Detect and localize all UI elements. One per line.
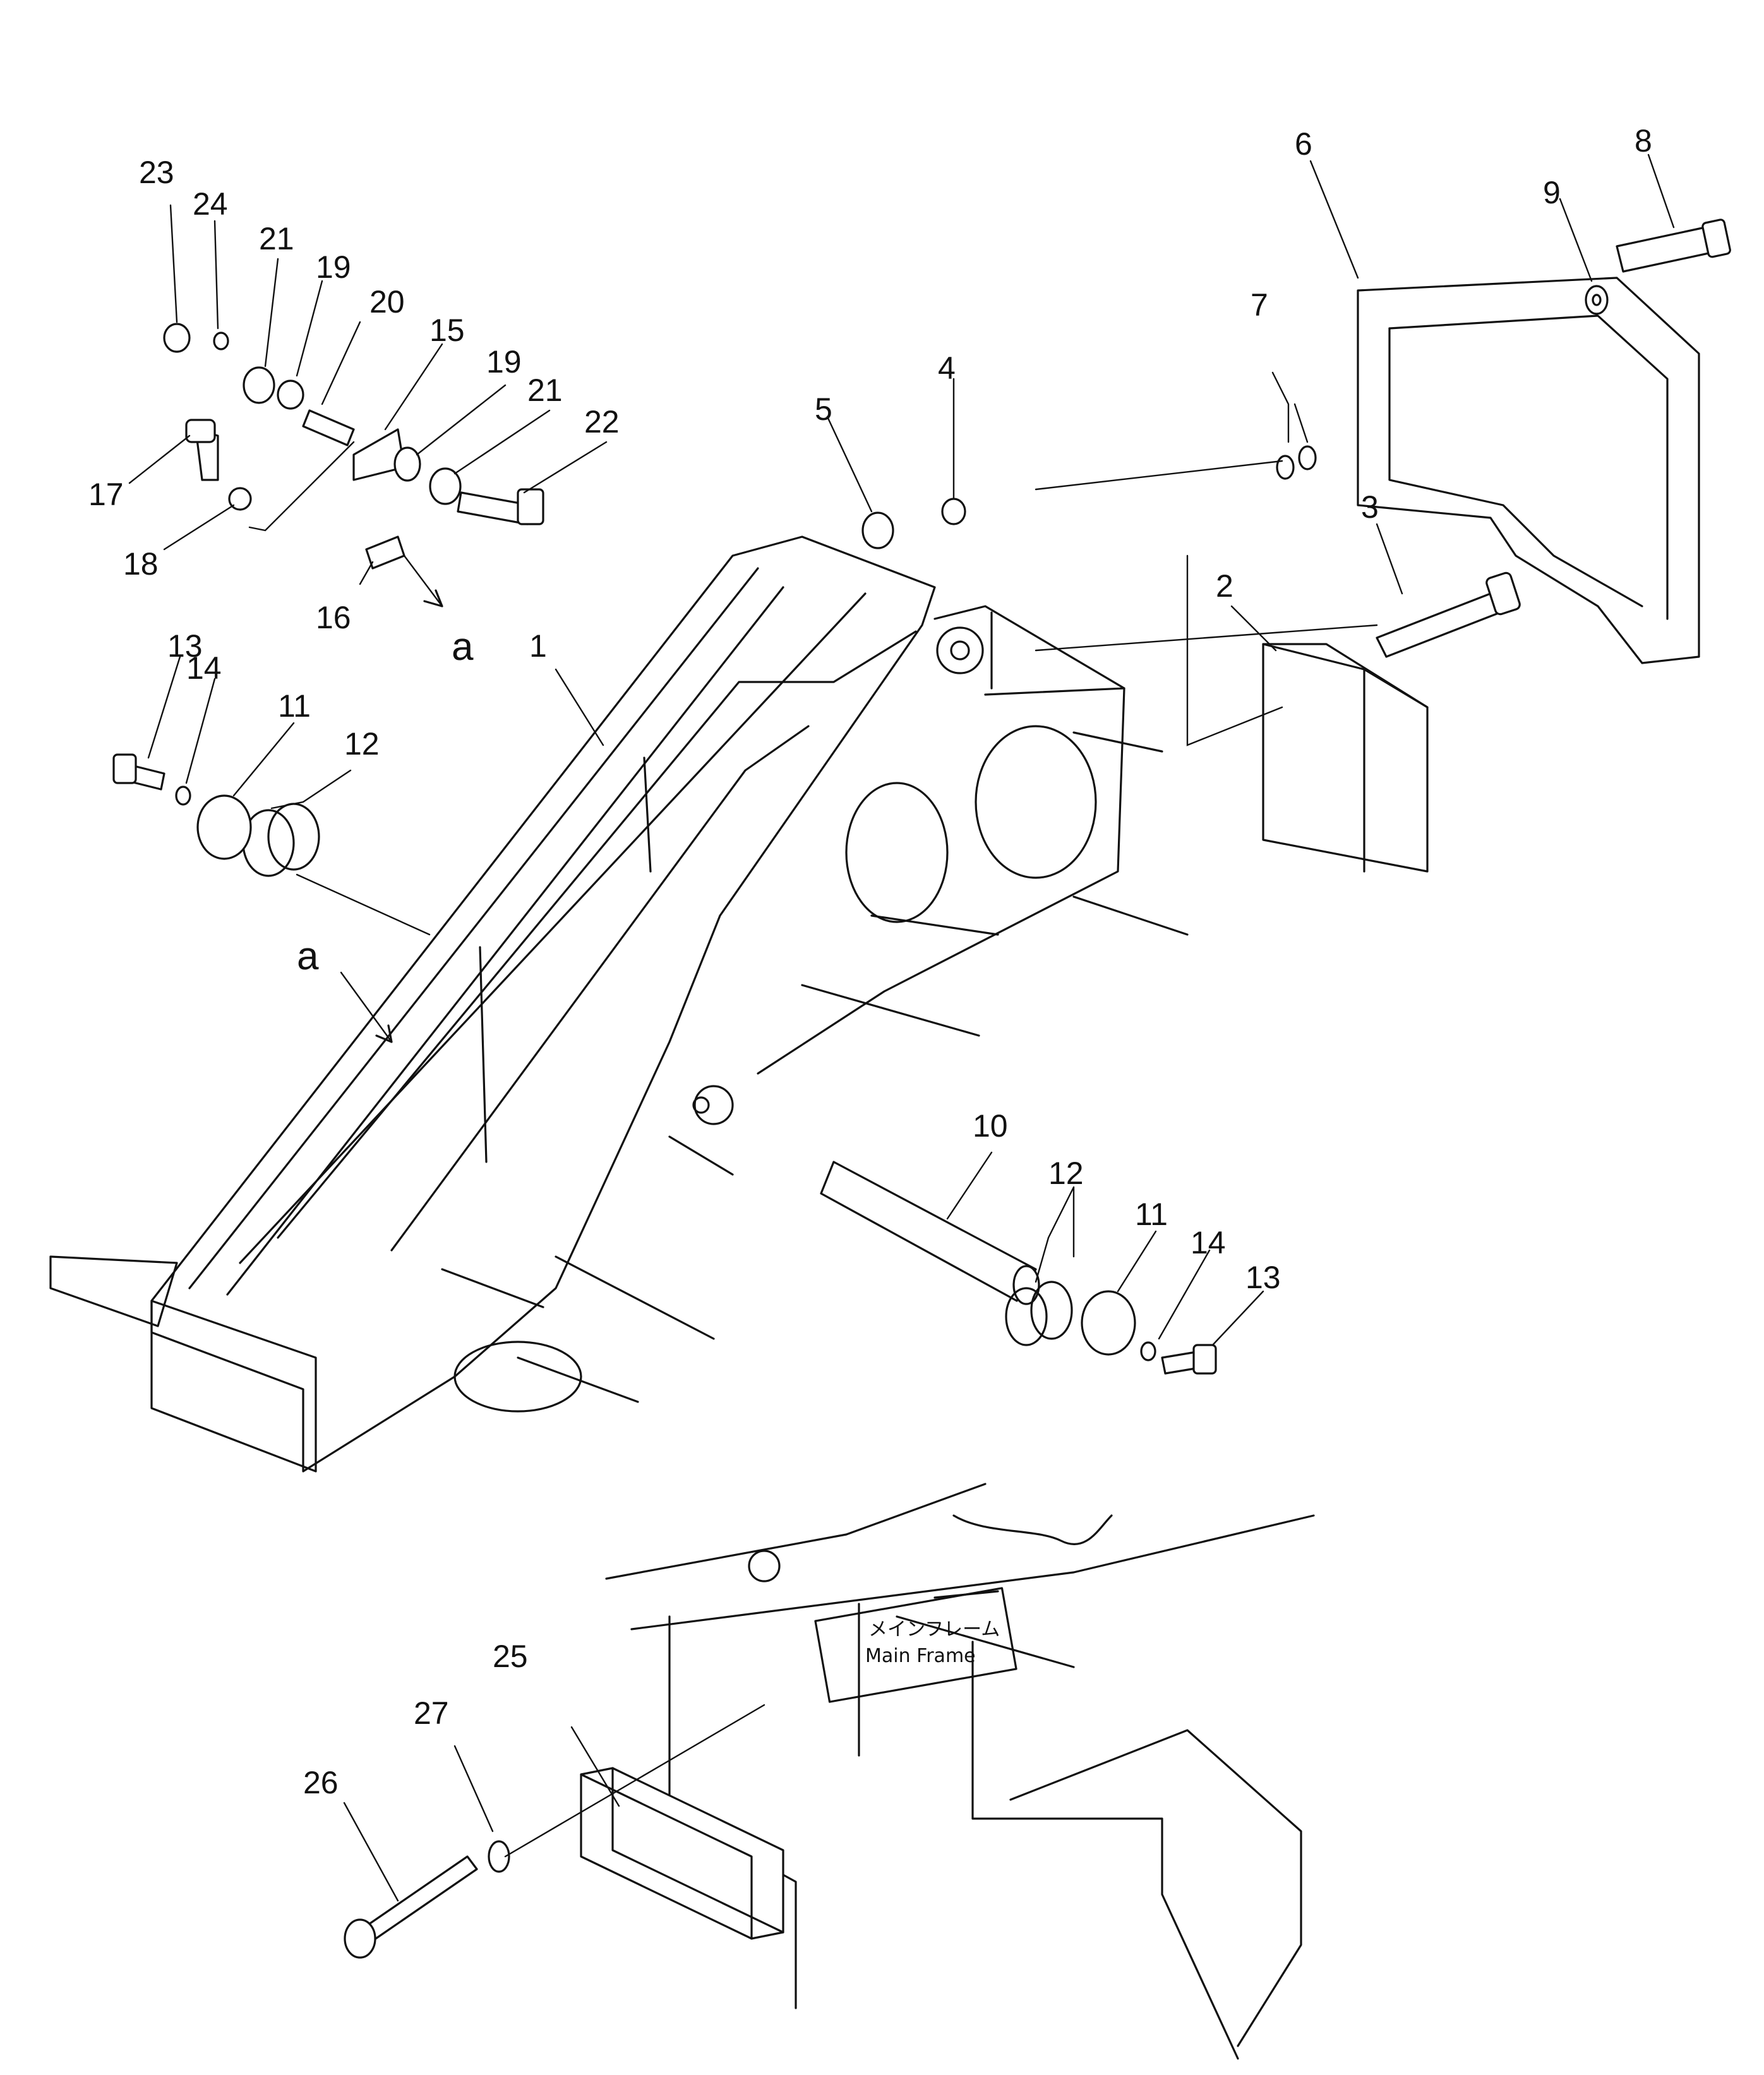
counterweight-part-6 [1357, 277, 1700, 664]
washers-part-14 [175, 786, 1156, 1361]
callout-6: 6 [1295, 126, 1312, 162]
callout-14a: 14 [186, 650, 222, 686]
callout-11b: 11 [1135, 1197, 1168, 1232]
bracket-part-25 [580, 1767, 784, 1940]
main-frame-part-1 [49, 535, 1189, 1473]
callout-13a: 13 [167, 628, 203, 664]
callout-20: 20 [369, 284, 405, 320]
callout-26: 26 [303, 1765, 339, 1800]
callout-1: 1 [529, 628, 547, 664]
view-a-label-frame: a [297, 935, 319, 978]
washer-part-9 [1585, 285, 1609, 315]
bolts-part-13 [112, 753, 1217, 1375]
callout-27: 27 [414, 1695, 449, 1731]
callout-9: 9 [1543, 175, 1561, 210]
callout-18: 18 [123, 546, 159, 582]
callout-22: 22 [584, 404, 620, 440]
washer-part-7a [1276, 445, 1317, 480]
main-frame-label-japanese: メインフレーム [868, 1618, 1000, 1641]
callout-3: 3 [1361, 489, 1379, 525]
callout-2: 2 [1216, 568, 1233, 604]
callout-16: 16 [316, 600, 351, 635]
nut-part-5 [861, 511, 894, 549]
callout-12a: 12 [344, 726, 380, 762]
callout-21b: 21 [527, 373, 563, 408]
callout-8: 8 [1635, 123, 1652, 158]
callout-12b: 12 [1048, 1156, 1084, 1191]
callout-24: 24 [193, 186, 228, 222]
bolt-part-8 [1616, 218, 1731, 273]
callout-21a: 21 [259, 221, 294, 256]
callout-5: 5 [815, 392, 832, 427]
main-frame-label-english: Main Frame [865, 1645, 976, 1667]
washer-part-4 [941, 498, 966, 525]
leader-lines [128, 153, 1675, 1902]
callout-labels: 1 2 3 4 5 6 7 8 9 10 12 11 14 13 13 14 1… [88, 123, 1652, 1800]
view-a-label-top: a [452, 625, 474, 669]
cover-plates-part-11 [196, 794, 1136, 1356]
main-frame-label: メインフレーム Main Frame [865, 1618, 1000, 1667]
washer-part-27 [488, 1840, 510, 1873]
callout-23: 23 [139, 155, 174, 190]
callout-13b: 13 [1245, 1260, 1281, 1295]
callout-17: 17 [88, 477, 124, 512]
callout-19a: 19 [316, 249, 351, 285]
callout-11a: 11 [278, 688, 311, 724]
callout-19b: 19 [486, 344, 522, 380]
callout-14b: 14 [1191, 1225, 1226, 1260]
callout-4: 4 [938, 350, 956, 386]
plate-part-2 [1262, 643, 1429, 873]
bolt-part-26 [344, 1855, 478, 1959]
callout-25: 25 [493, 1639, 528, 1674]
bolt-part-3 [1376, 571, 1521, 658]
callout-7: 7 [1251, 287, 1268, 323]
shaft-part-10 [820, 1161, 1040, 1305]
callout-15: 15 [429, 313, 465, 348]
main-frame-assembly-view [605, 1483, 1315, 2060]
callout-10: 10 [973, 1108, 1008, 1144]
